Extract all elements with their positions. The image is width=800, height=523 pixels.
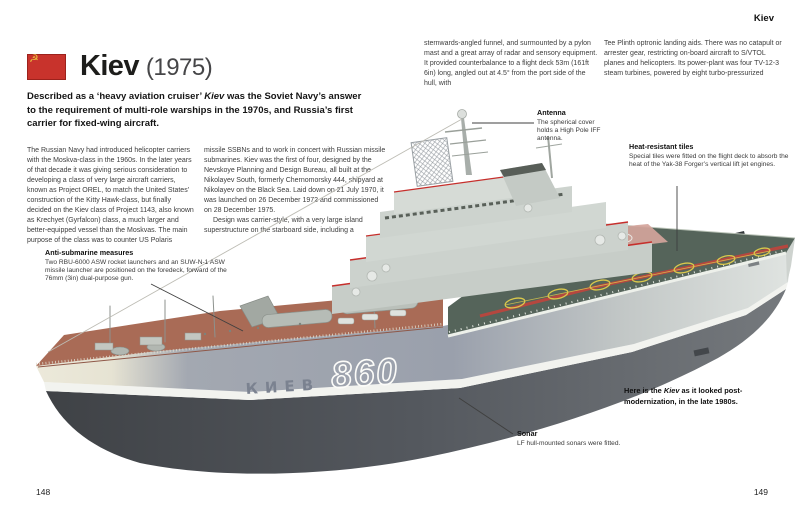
pylon-mast [444,109,489,175]
soviet-flag-icon: ☭ [27,52,66,80]
island-level-3 [366,202,606,262]
annotation-heat-resistant-tiles: Heat-resistant tiles Special tiles were … [629,142,789,168]
page-title: Kiev(1975) [80,50,213,82]
body-column-1: The Russian Navy had introduced helicopt… [27,147,194,244]
funnel-cap [500,163,546,177]
island-top-level [394,172,540,214]
island-superstructure [331,109,653,325]
sonar-leader-line [458,397,514,435]
landing-spot-circles [504,247,771,309]
hull-lower-dark [46,289,786,474]
running-header: Kiev [753,13,774,24]
leader-lines [150,122,678,435]
lattice-radar-antenna [410,137,454,187]
island-level-2 [350,222,628,288]
ship-name: Kiev [80,50,139,82]
hull-upper [36,242,793,392]
ships-boats [337,309,407,325]
photo-caption: Here is the Kiev as it looked post-moder… [624,386,743,406]
iff-antenna-dome [457,109,467,119]
body-column-3: sternwards-angled funnel, and surmounted… [424,40,598,87]
ssn12-missile-tubes [261,309,333,328]
aft-mast [535,135,563,179]
annotation-antenna: Antenna The spherical cover holds a High… [537,108,601,142]
body-column-2: missile SSBNs and to work in concert wit… [204,147,386,234]
deck-edge-line [37,326,444,368]
page-number-right: 149 [753,487,768,497]
propeller-pod [693,347,710,357]
annotation-sonar: Sonar LF hull-mounted sonars were fitted… [517,429,621,447]
hull-boot-stripe [44,282,788,400]
standfirst: Described as a ‘heavy aviation cruiser’ … [27,91,362,129]
bridge-windows [384,192,566,220]
hull-number-text: 860 [330,350,400,396]
ship-year: (1975) [145,54,213,81]
page-number-left: 148 [36,487,51,497]
deck-edge-white-stripe [447,251,787,338]
body-column-4: Tee Plinth optronic landing aids. There … [604,40,782,77]
annotation-anti-submarine: Anti-submarine measures Two RBU-6000 ASW… [45,248,227,282]
anti-submarine-leader-line [150,283,244,332]
deck-yellow-line [504,250,771,306]
hull-name-text: КИЕВ [245,375,320,398]
island-level-1 [332,242,652,314]
forestay-cable [47,118,463,353]
hammer-sickle-icon: ☭ [29,52,39,65]
rbu-launcher [110,346,130,356]
title-block: ☭ Kiev(1975) [27,50,213,82]
radome-spheres [351,203,627,297]
